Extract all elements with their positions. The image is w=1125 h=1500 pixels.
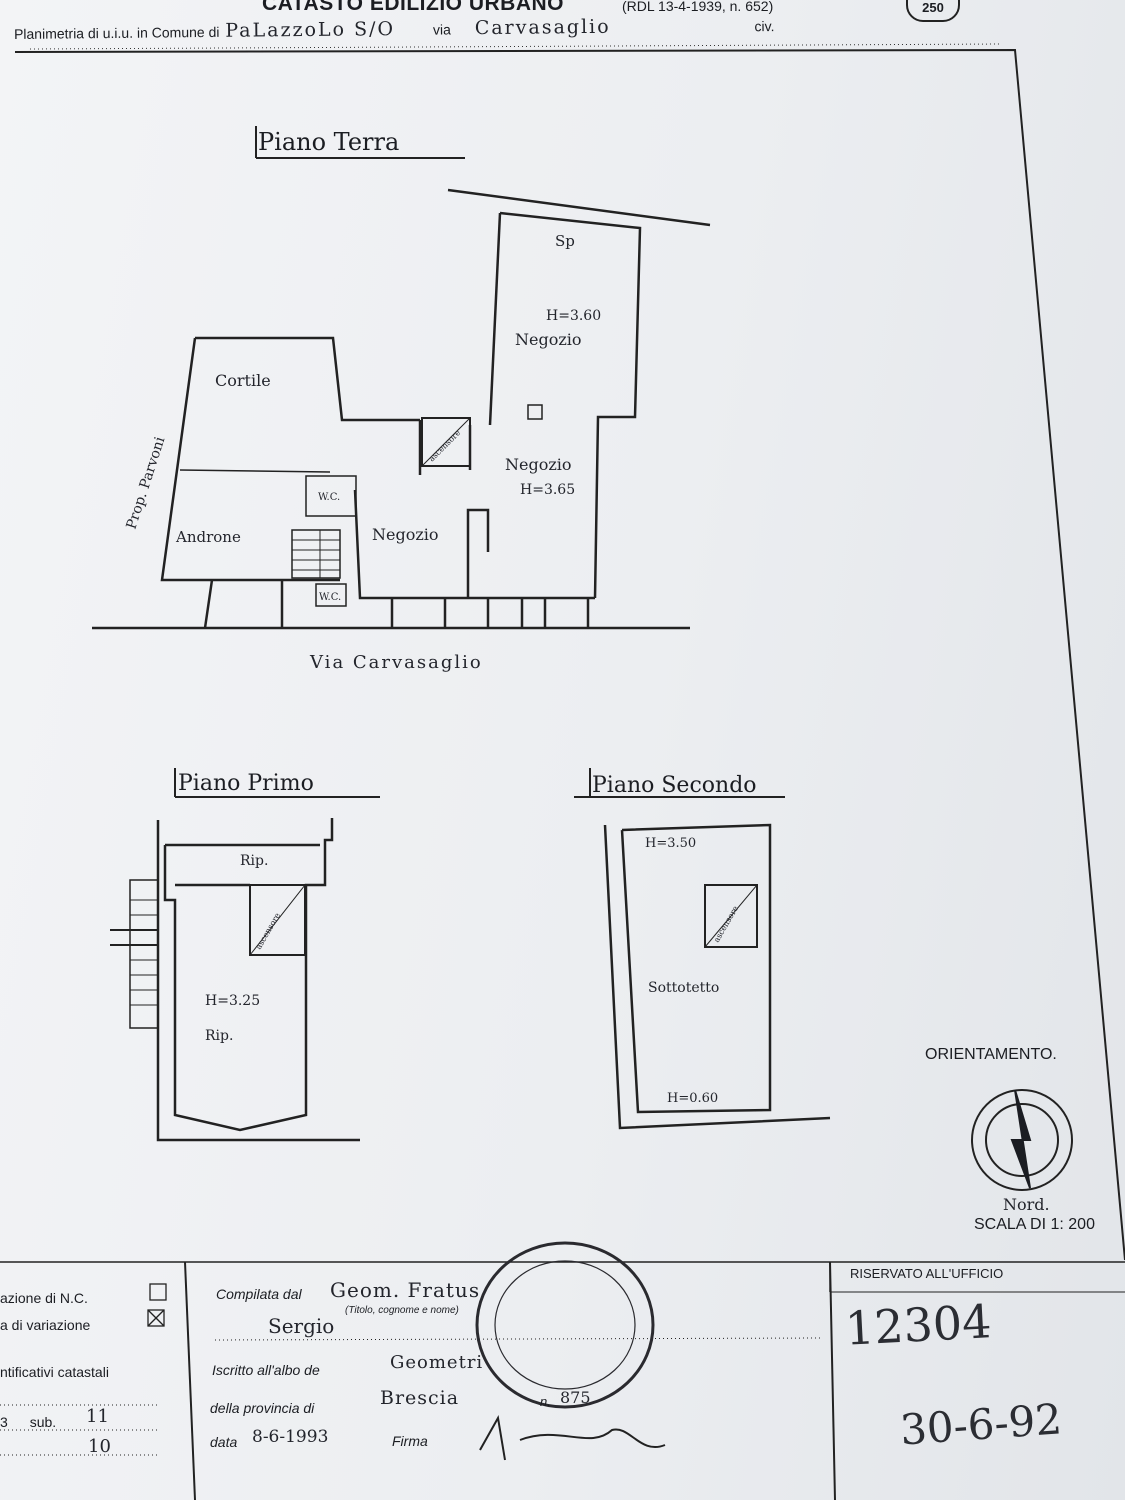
negozio-left-label: Negozio bbox=[372, 525, 439, 544]
nc-label: azione di N.C. bbox=[0, 1290, 88, 1306]
variazione-label: a di variazione bbox=[0, 1317, 91, 1333]
compilata-value: Geom. Fratus bbox=[330, 1278, 481, 1302]
negozio-mid-label: Negozio bbox=[505, 455, 572, 474]
ufficio-number: 12304 bbox=[843, 1294, 993, 1356]
signature-mark bbox=[479, 1415, 666, 1461]
iscritto-value: Geometri bbox=[390, 1352, 484, 1373]
sub-prefix: 3 bbox=[0, 1414, 8, 1430]
rip-top-label: Rip. bbox=[240, 853, 268, 869]
provincia-value: Brescia bbox=[380, 1387, 460, 1409]
sub-value-2: 10 bbox=[88, 1436, 111, 1457]
sub-value-1: 11 bbox=[86, 1406, 109, 1427]
cortile-label: Cortile bbox=[215, 371, 271, 390]
document-reference: (RDL 13-4-1939, n. 652) bbox=[622, 0, 774, 14]
h-top-label: H=3.60 bbox=[546, 308, 601, 324]
north-arrow-icon bbox=[971, 1089, 1073, 1191]
official-stamp bbox=[475, 1241, 655, 1409]
piano-secondo-title: Piano Secondo bbox=[592, 773, 757, 798]
wc1-label: W.C. bbox=[318, 492, 340, 503]
sub-row: 3 sub. bbox=[0, 1414, 56, 1430]
wc2-label: W.C. bbox=[319, 592, 341, 603]
ascensore-terra-label: ascensore bbox=[427, 428, 462, 463]
prop-label: Prop. Parvoni bbox=[124, 434, 169, 531]
negozio-top-label: Negozio bbox=[515, 330, 582, 349]
firma-label: Firma bbox=[392, 1433, 428, 1449]
nome-value: Sergio bbox=[268, 1314, 335, 1338]
h-secondo-top-label: H=3.50 bbox=[645, 836, 696, 851]
nord-label: Nord. bbox=[1003, 1195, 1050, 1214]
identificativi-label: ntificativi catastali bbox=[0, 1364, 109, 1380]
androne-label: Androne bbox=[175, 528, 241, 546]
data-label: data bbox=[210, 1434, 238, 1450]
rip-main-label: Rip. bbox=[205, 1028, 233, 1044]
riservato-label: RISERVATO ALL'UFFICIO bbox=[850, 1266, 1004, 1281]
document-title: CATASTO EDILIZIO URBANO bbox=[262, 0, 564, 15]
orientamento-label: ORIENTAMENTO. bbox=[925, 1046, 1057, 1063]
h-primo-label: H=3.25 bbox=[205, 993, 260, 1009]
sp-label: Sp bbox=[555, 232, 575, 250]
compilata-label: Compilata dal bbox=[216, 1286, 302, 1302]
scala-label: SCALA DI 1: 200 bbox=[974, 1216, 1095, 1233]
n-label: n. bbox=[540, 1394, 551, 1409]
street-label: Via Carvasaglio bbox=[309, 652, 483, 673]
ascensore-primo-label: ascensore bbox=[254, 911, 282, 951]
piano-primo-title: Piano Primo bbox=[178, 771, 314, 796]
titolo-hint: (Titolo, cognome e nome) bbox=[345, 1305, 459, 1316]
sottotetto-label: Sottotetto bbox=[648, 980, 719, 996]
ascensore-secondo-label: ascensore bbox=[712, 904, 740, 944]
h-secondo-bottom-label: H=0.60 bbox=[667, 1091, 718, 1106]
h-mid-label: H=3.65 bbox=[520, 482, 575, 498]
data-value: 8-6-1993 bbox=[252, 1427, 329, 1447]
piano-terra-title: Piano Terra bbox=[258, 128, 399, 156]
sub-label: sub. bbox=[29, 1414, 57, 1430]
n-value: 875 bbox=[560, 1388, 591, 1407]
provincia-label: della provincia di bbox=[210, 1400, 315, 1416]
iscritto-label: Iscritto all'albo de bbox=[212, 1362, 320, 1378]
